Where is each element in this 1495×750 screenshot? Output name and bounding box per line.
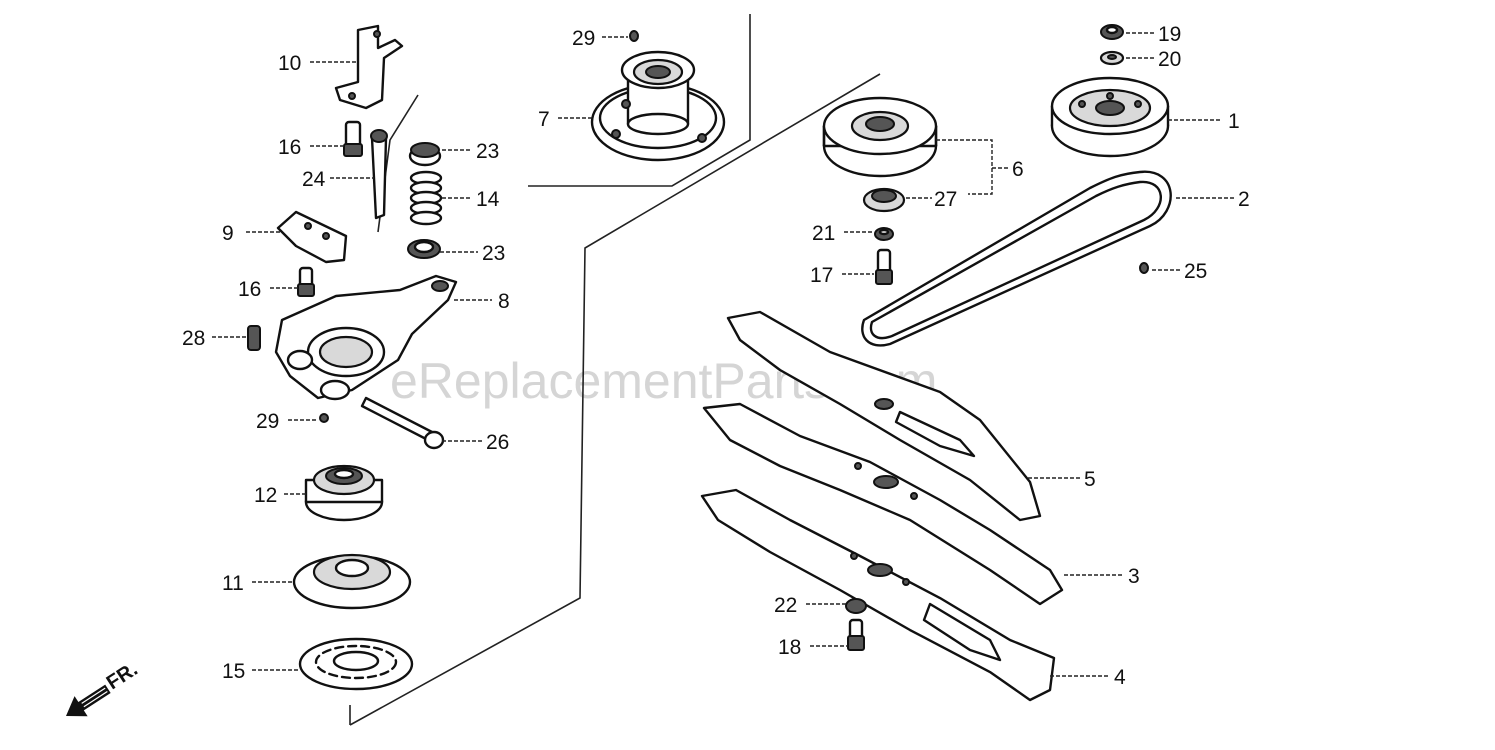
blade-part-5	[726, 310, 1042, 522]
callout-23-upper: 23	[476, 140, 499, 163]
callout-9: 9	[222, 222, 234, 245]
bracket-part-9	[276, 210, 348, 264]
callout-17: 17	[810, 264, 833, 287]
callout-23-lower: 23	[482, 242, 505, 265]
bolt-part-16-lower	[297, 266, 315, 297]
nut-part-19	[1100, 24, 1124, 40]
callout-12: 12	[254, 484, 277, 507]
washer-part-21	[874, 227, 894, 241]
callout-8: 8	[498, 290, 510, 313]
callout-10: 10	[278, 52, 301, 75]
callout-3: 3	[1128, 565, 1140, 588]
callout-28: 28	[182, 327, 205, 350]
washer-part-20	[1099, 50, 1125, 66]
callout-5: 5	[1084, 468, 1096, 491]
bracket-part-10	[334, 24, 404, 110]
callout-29-top: 29	[572, 27, 595, 50]
callout-labels: 1 2 3 4 5 6 7 8 9 10 11 12 14 15 16 16 1…	[182, 23, 1250, 689]
lock-washer-part-15	[298, 637, 414, 691]
callout-2: 2	[1238, 188, 1250, 211]
belt-part-2	[861, 170, 1172, 347]
nut-part-29-left	[319, 413, 329, 423]
nut-part-29-top	[629, 30, 639, 42]
bolt-part-17	[875, 248, 893, 285]
callout-29-left: 29	[256, 410, 279, 433]
dish-part-11	[292, 553, 412, 610]
bolt-part-26	[360, 396, 445, 450]
housing-part-7	[590, 50, 726, 162]
front-direction-arrow-icon	[66, 684, 111, 717]
callout-14: 14	[476, 188, 500, 211]
callout-22: 22	[774, 594, 797, 617]
callout-19: 19	[1158, 23, 1181, 46]
leader-lines	[212, 32, 1234, 677]
callout-27: 27	[934, 188, 957, 211]
nut-part-25	[1139, 262, 1149, 274]
pulley-part-6	[822, 96, 938, 178]
blade-part-3	[702, 402, 1064, 606]
callout-15: 15	[222, 660, 245, 683]
bolt-part-18	[847, 618, 865, 651]
bolt-part-16-upper	[343, 120, 363, 157]
callout-20: 20	[1158, 48, 1181, 71]
callout-11: 11	[222, 572, 244, 595]
pulley-part-1	[1050, 76, 1170, 158]
tension-arm-part-8	[274, 274, 458, 401]
callout-24: 24	[302, 168, 326, 191]
blade-part-4	[700, 488, 1056, 702]
callout-4: 4	[1114, 666, 1126, 689]
washer-part-23-upper	[408, 142, 442, 167]
washer-part-22	[845, 598, 867, 614]
clip-part-28	[247, 325, 261, 351]
pin-part-24	[370, 129, 388, 220]
washer-part-23-lower	[407, 239, 441, 259]
pulley-part-12	[304, 464, 384, 522]
callout-25: 25	[1184, 260, 1207, 283]
hub-part-27	[862, 187, 906, 213]
callout-18: 18	[778, 636, 801, 659]
callout-7: 7	[538, 108, 550, 131]
callout-26: 26	[486, 431, 509, 454]
spring-part-14	[409, 170, 443, 226]
callout-16-upper: 16	[278, 136, 301, 159]
callout-6: 6	[1012, 158, 1024, 181]
callout-21: 21	[812, 222, 835, 245]
front-direction-label: FR.	[103, 658, 142, 694]
callout-1: 1	[1228, 110, 1240, 133]
callout-16-lower: 16	[238, 278, 261, 301]
